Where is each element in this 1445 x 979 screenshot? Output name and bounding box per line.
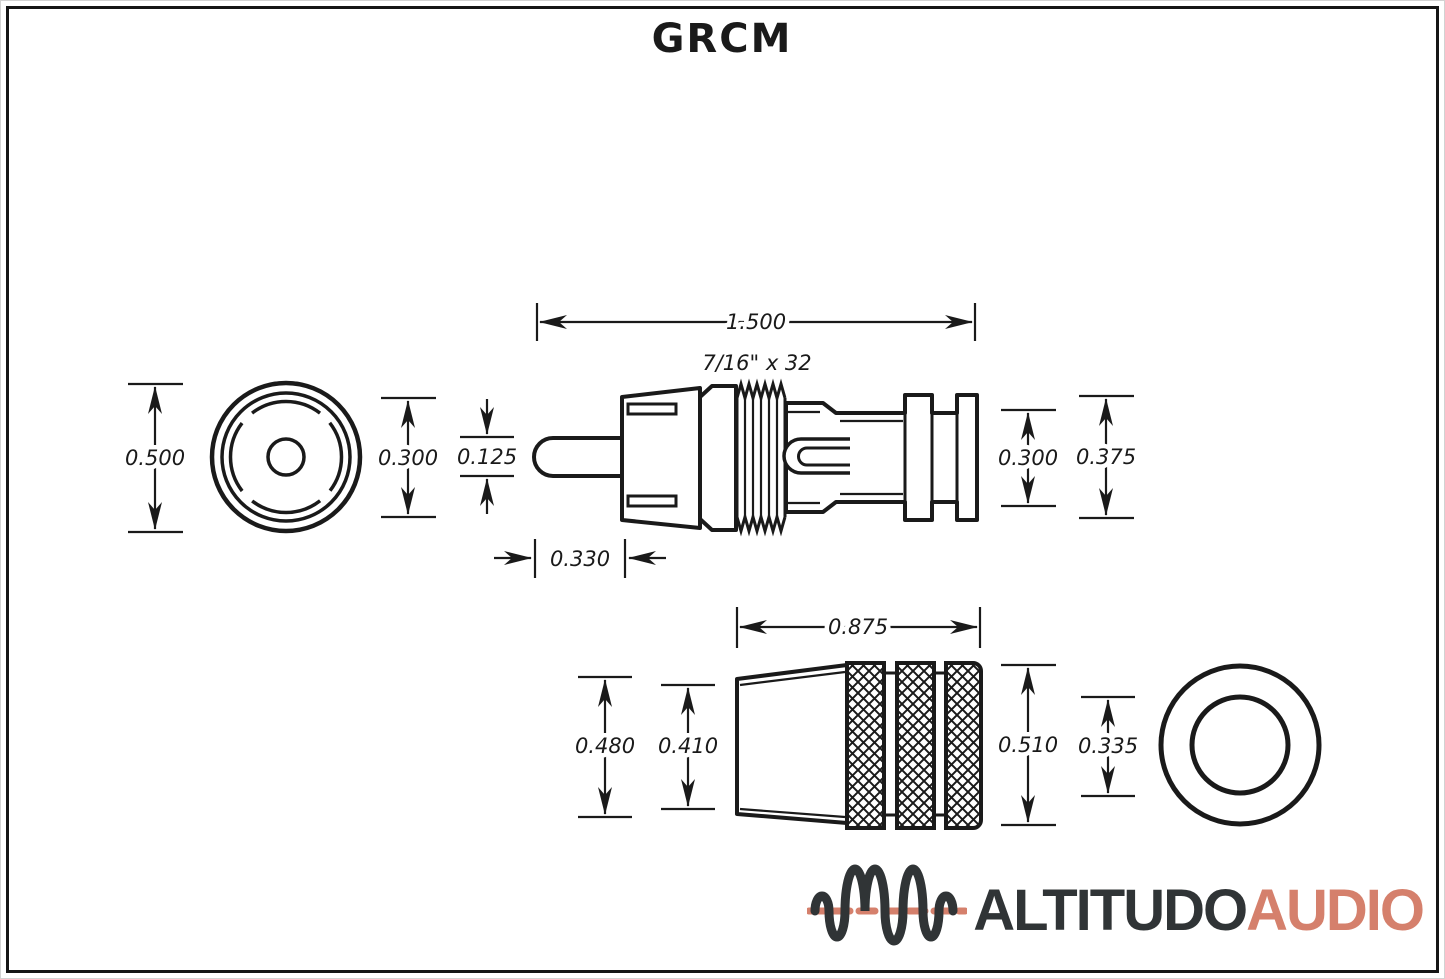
center-pin	[532, 436, 624, 478]
dim-body-outer-text: 0.375	[1076, 445, 1136, 469]
dim-knurl-diameter: 0.510	[993, 663, 1063, 827]
dim-pin-diameter: 0.125	[452, 399, 522, 514]
barrel-band-edges	[903, 413, 959, 502]
knurl-band-1	[845, 661, 886, 830]
brand-name-primary: ALTITUDO	[973, 878, 1248, 943]
shoulder-flange	[698, 384, 738, 532]
dim-front-ring-diameter: 0.300	[373, 396, 443, 519]
front-face-view	[209, 380, 363, 534]
threaded-section	[735, 378, 787, 537]
front-outer-circle	[209, 380, 363, 534]
dim-boot-small-diameter: 0.410	[653, 683, 723, 811]
thread-spec-label: 7/16" x 32	[702, 351, 811, 375]
boot-cone-inner-lines	[739, 670, 846, 819]
rear-barrel	[784, 393, 979, 522]
keyway-slot-inner	[797, 446, 850, 467]
dim-pin-length: 0.330	[494, 539, 666, 578]
collar-slot-bottom	[626, 494, 678, 508]
thread-teeth-top	[735, 378, 787, 404]
dim-pin-length-text: 0.330	[550, 547, 610, 571]
dim-body-inner-diameter: 0.300	[993, 408, 1063, 508]
dim-shell-length: 0.875	[735, 607, 982, 648]
knurl-band-2	[895, 661, 936, 830]
shell-side-view	[735, 661, 983, 830]
drawing-title: GRCM	[652, 16, 793, 62]
waveform-icon	[807, 864, 968, 946]
thread-lines	[743, 398, 779, 517]
thread-teeth-bottom	[735, 511, 787, 537]
dim-boot-large-diameter: 0.480	[570, 675, 640, 819]
collar-slot-top	[626, 402, 678, 416]
front-middle-circle	[220, 391, 352, 523]
dim-front-outer-diameter: 0.500	[120, 382, 190, 534]
barrel-detail-lines	[786, 410, 903, 505]
dim-front-outer-text: 0.500	[125, 446, 185, 470]
dim-boot-small-text: 0.410	[658, 734, 718, 758]
dim-overall-length: 1.500	[535, 303, 977, 341]
rear-outer-circle	[1158, 663, 1322, 827]
brand-logo: ALTITUDOAUDIO	[807, 861, 1425, 961]
keyway-slot	[782, 437, 850, 475]
dim-front-ring-text: 0.300	[378, 446, 438, 470]
dim-boot-large-text: 0.480	[575, 734, 635, 758]
boot-cone	[735, 663, 849, 825]
dim-rear-opening-text: 0.335	[1078, 734, 1138, 758]
knurl-band-3	[944, 661, 983, 830]
rca-plug-side-view	[532, 378, 979, 537]
front-center-pin-hole	[266, 437, 306, 477]
rear-face-view	[1158, 663, 1322, 827]
dim-shell-length-text: 0.875	[828, 615, 888, 639]
rear-inner-circle	[1189, 694, 1291, 796]
dim-body-inner-text: 0.300	[998, 446, 1058, 470]
brand-name: ALTITUDOAUDIO	[973, 882, 1425, 940]
dim-pin-diameter-text: 0.125	[457, 445, 517, 469]
dim-body-outer-diameter: 0.375	[1071, 394, 1141, 520]
dim-rear-opening-diameter: 0.335	[1073, 695, 1143, 798]
front-collar	[620, 386, 702, 530]
dim-knurl-text: 0.510	[998, 733, 1058, 757]
front-slotted-ring	[228, 399, 344, 515]
dim-overall-length-text: 1.500	[726, 310, 786, 334]
brand-name-secondary: AUDIO	[1246, 878, 1425, 943]
